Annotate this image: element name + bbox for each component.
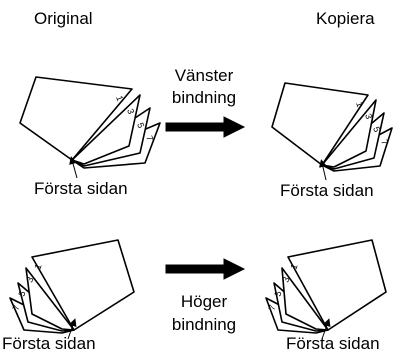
first-page-pointer bbox=[67, 318, 77, 340]
row1-direction-arrow bbox=[165, 116, 246, 138]
right-binding-label-line2: bindning bbox=[171, 315, 237, 334]
booklet-first-page bbox=[271, 82, 369, 166]
page-number-7: 7 bbox=[144, 134, 155, 142]
row2-copy-booklet: 1 3 5 7 bbox=[265, 239, 387, 340]
booklet-page-3 bbox=[71, 94, 141, 165]
copy-column-title: Kopiera bbox=[316, 9, 375, 28]
row2-original-caption: Första sidan bbox=[2, 334, 96, 353]
row1-copy-caption: Första sidan bbox=[280, 181, 374, 200]
booklet-page-3 bbox=[281, 267, 329, 331]
page-number-7: 7 bbox=[379, 138, 390, 146]
row2-original-booklet: 1 3 5 7 bbox=[9, 239, 135, 340]
row1-original-caption: Första sidan bbox=[34, 179, 128, 198]
page-number-5: 5 bbox=[272, 290, 283, 298]
row2-copy-caption: Första sidan bbox=[286, 334, 380, 353]
right-binding-label-line1: Höger bbox=[180, 292, 228, 311]
booklet-first-page bbox=[19, 76, 133, 161]
page-number-1: 1 bbox=[114, 94, 125, 102]
booklet-page-3 bbox=[321, 99, 377, 168]
page-number-5: 5 bbox=[16, 290, 27, 298]
page-number-3: 3 bbox=[125, 107, 136, 115]
page-number-5: 5 bbox=[371, 125, 382, 133]
page-number-3: 3 bbox=[280, 276, 291, 284]
page-number-5: 5 bbox=[135, 121, 146, 129]
page-number-7: 7 bbox=[266, 304, 277, 312]
page-number-3: 3 bbox=[24, 276, 35, 284]
booklet-first-page bbox=[31, 239, 135, 331]
page-number-7: 7 bbox=[10, 304, 21, 312]
page-number-1: 1 bbox=[32, 263, 43, 271]
original-column-title: Original bbox=[34, 9, 93, 28]
left-binding-label-line2: bindning bbox=[171, 88, 237, 107]
row1-copy-booklet: 1 3 5 7 bbox=[271, 82, 393, 181]
page-number-3: 3 bbox=[363, 112, 374, 120]
first-page-pointer bbox=[319, 159, 327, 181]
page-number-1: 1 bbox=[354, 100, 365, 108]
first-page-pointer bbox=[321, 318, 331, 340]
booklet-page-3 bbox=[25, 267, 75, 331]
row2-direction-arrow bbox=[165, 258, 246, 280]
row1-original-booklet: 1 3 5 7 bbox=[19, 76, 161, 179]
first-page-pointer bbox=[69, 156, 78, 179]
left-binding-label-line1: Vänster bbox=[174, 66, 234, 85]
booklet-first-page bbox=[287, 239, 387, 331]
page-number-1: 1 bbox=[288, 263, 299, 271]
